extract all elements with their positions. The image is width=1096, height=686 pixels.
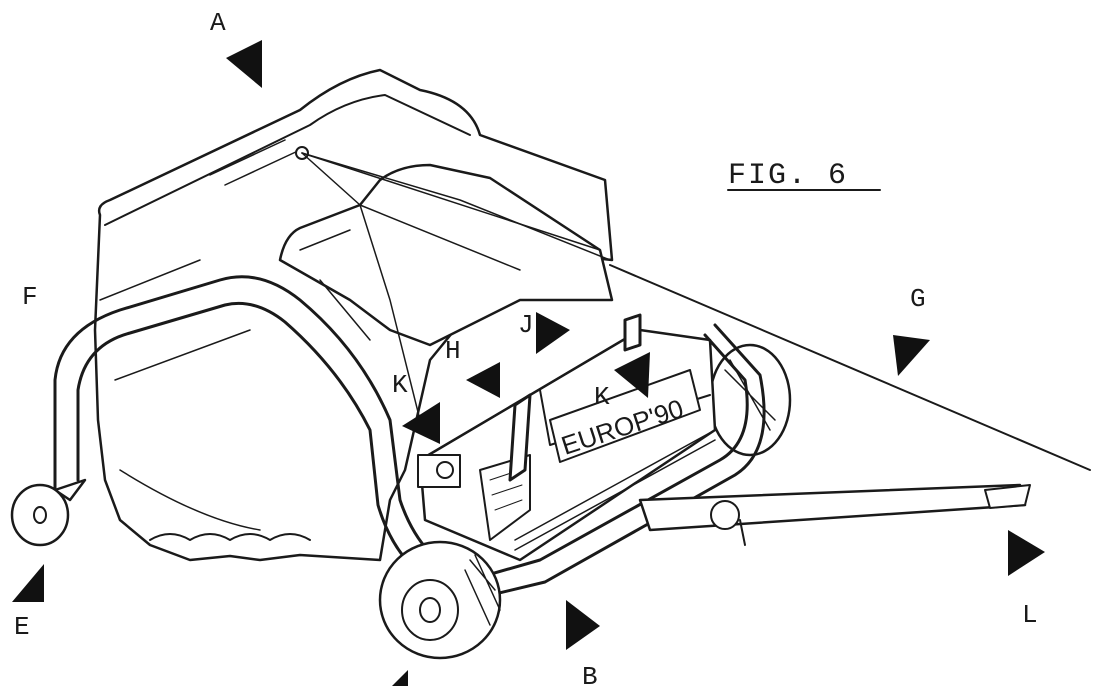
main-wheel <box>378 540 502 660</box>
frame-tube <box>53 275 766 602</box>
marker-K2 <box>614 352 650 398</box>
label-G: G <box>910 284 926 314</box>
marker-C <box>392 670 408 686</box>
castor-wheel <box>10 478 87 547</box>
marker-B <box>566 600 600 650</box>
label-J: J <box>518 310 534 340</box>
marker-J <box>536 312 570 354</box>
collection-bag <box>93 68 614 562</box>
marker-E <box>12 564 44 602</box>
marker-L <box>1008 530 1045 576</box>
rear-wheel <box>708 343 792 457</box>
label-L: L <box>1022 600 1038 630</box>
label-A: A <box>210 8 226 38</box>
label-F: F <box>22 282 38 312</box>
label-E: E <box>14 612 30 642</box>
marker-G <box>893 335 930 376</box>
label-K1: K <box>392 370 408 400</box>
marker-H <box>466 362 500 398</box>
ground-line <box>609 264 1091 471</box>
lifting-cords <box>295 146 611 421</box>
brush-housing: EUROP'90 <box>417 313 717 562</box>
label-B: B <box>582 662 598 686</box>
tow-bar <box>638 483 1031 546</box>
letter-labels: A B E F G H J K K L <box>14 8 1038 686</box>
label-H: H <box>445 336 461 366</box>
markers <box>12 40 1045 686</box>
marker-A <box>226 40 262 88</box>
figure-title: FIG. 6 <box>728 159 848 193</box>
marker-K1 <box>402 402 440 444</box>
label-K2: K <box>594 382 610 412</box>
